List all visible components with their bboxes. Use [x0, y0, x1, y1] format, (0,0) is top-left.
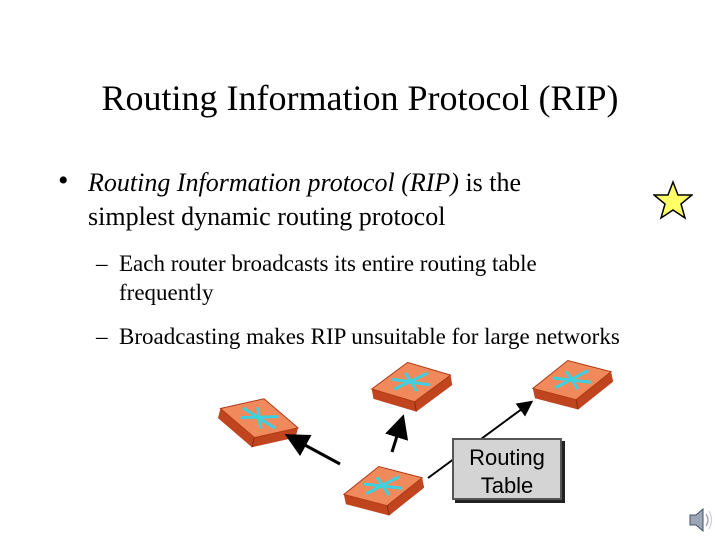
routing-table-line2: Table [480, 473, 534, 498]
slide-title: Routing Information Protocol (RIP) [101, 78, 619, 118]
router-icon [338, 456, 430, 526]
sub-bullet-dash: – [96, 324, 108, 349]
routing-table-line1: Routing [469, 445, 545, 470]
sub-bullet-2: – Broadcasting makes RIP unsuitable for … [96, 322, 636, 351]
speaker-icon[interactable] [686, 505, 714, 535]
routing-table-box: Routing Table [452, 438, 562, 500]
broadcast-arrow-left [284, 434, 341, 466]
router-icon [366, 353, 458, 421]
main-bullet: Routing Information protocol (RIP) is th… [88, 166, 608, 234]
broadcast-arrow-up [385, 414, 409, 453]
star-icon[interactable] [653, 180, 693, 220]
router-icon [527, 350, 619, 420]
sub-bullet-dash: – [96, 251, 108, 276]
bullet-italic-term: Routing Information protocol (RIP) [88, 168, 459, 197]
bullet-marker: • [58, 164, 69, 197]
router-icon [211, 387, 305, 459]
sub-bullet-1: – Each router broadcasts its entire rout… [96, 249, 636, 307]
sub-bullet-text: Each router broadcasts its entire routin… [119, 251, 537, 305]
bullet-rest: is the simplest dynamic routing protocol [88, 168, 522, 231]
sub-bullet-text: Broadcasting makes RIP unsuitable for la… [119, 324, 620, 349]
